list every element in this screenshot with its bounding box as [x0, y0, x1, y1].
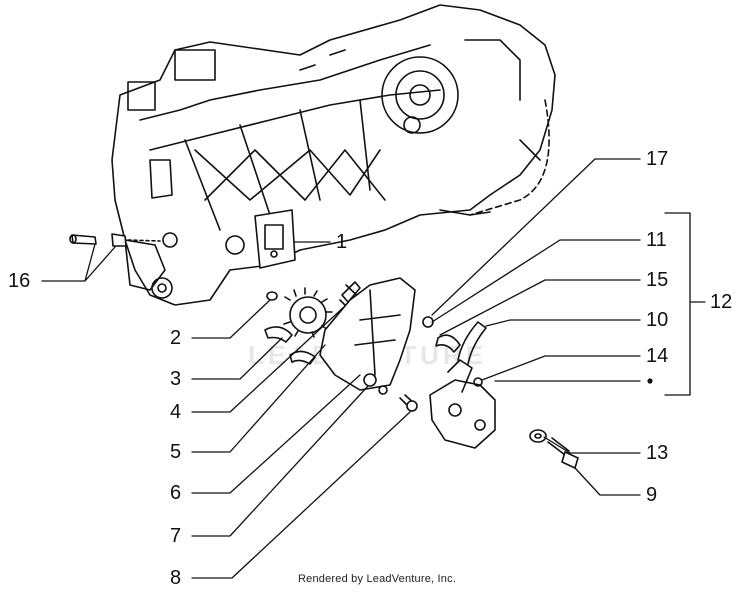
callout-2: 2: [170, 327, 182, 349]
pump-housing: [319, 277, 416, 391]
callout-6: 6: [170, 482, 182, 504]
callout-1: 1: [336, 231, 348, 253]
part-10-hose: [457, 321, 487, 365]
callout-15: 15: [646, 269, 669, 291]
callout-10: 10: [646, 309, 669, 331]
callout-11: 11: [646, 229, 667, 251]
callout-3: 3: [170, 368, 182, 390]
part-14-clip: [473, 377, 483, 387]
part-9-screw: [547, 437, 570, 456]
callout-12: 12: [710, 291, 733, 313]
render-credit: Rendered by LeadVenture, Inc.: [298, 573, 457, 585]
callout-16: 16: [8, 270, 31, 292]
part-3-gear: [289, 296, 327, 334]
callout-13: 13: [646, 442, 669, 464]
callout-4: 4: [170, 401, 182, 423]
callout-5: 5: [170, 441, 182, 463]
part-16-pin: [71, 234, 97, 245]
callout-14: 14: [646, 345, 669, 367]
callout-17: 17: [646, 148, 669, 170]
callout-7: 7: [170, 525, 182, 547]
oil-pump-body: [429, 379, 496, 449]
part-13-washer: [529, 429, 547, 443]
callout-8: 8: [170, 567, 182, 589]
part-15-hose: [435, 334, 461, 353]
part-2-washer: [266, 291, 278, 301]
callout-9: 9: [646, 484, 658, 506]
crankcase: [111, 4, 556, 306]
